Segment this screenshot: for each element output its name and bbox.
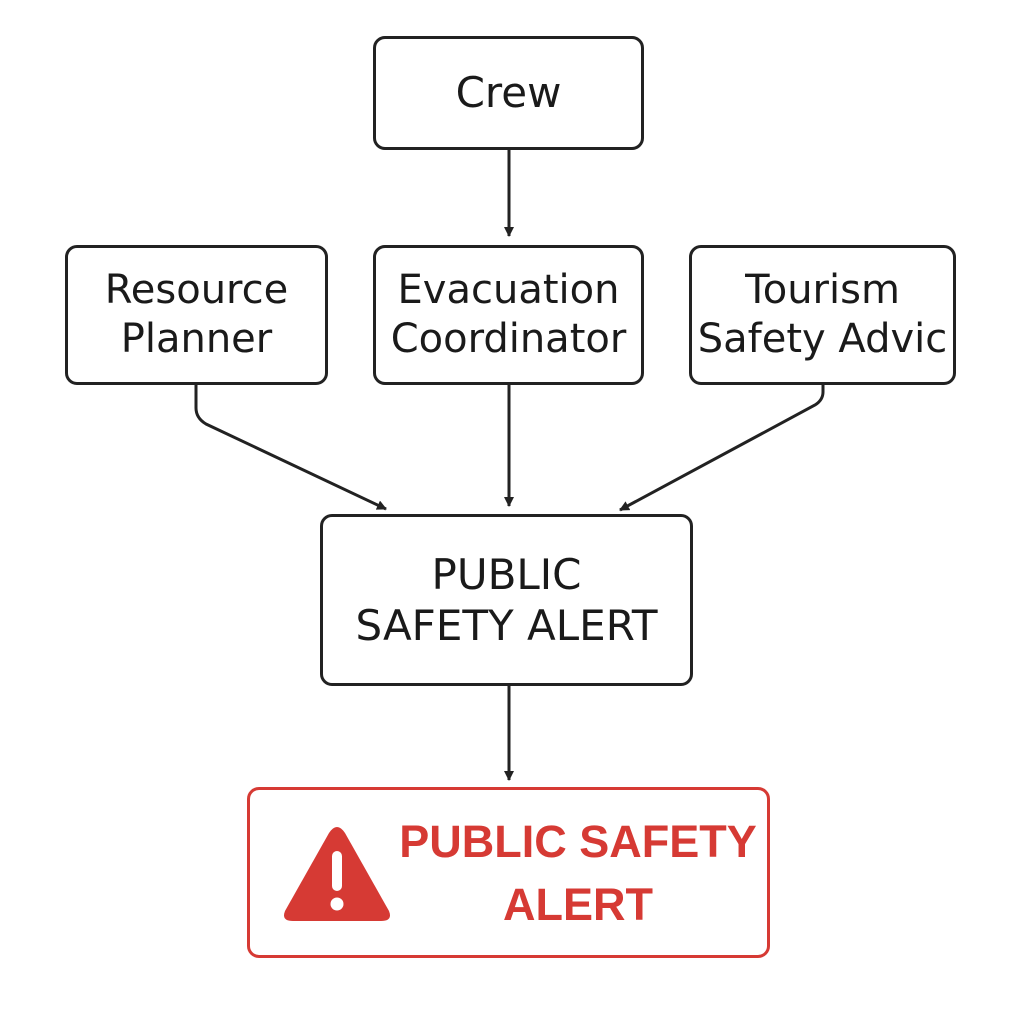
edge-resource-to-psa [194, 385, 387, 511]
node-resource-planner: Resource Planner [65, 245, 328, 385]
alert-banner-line-1: PUBLIC SAFETY [399, 815, 757, 867]
node-crew: Crew [373, 36, 644, 150]
alert-banner-line-2: ALERT [503, 878, 653, 930]
alert-banner-text: PUBLIC SAFETY ALERT [390, 790, 766, 955]
node-tourism-safety-advisor: Tourism Safety Advic [689, 245, 956, 385]
node-public-safety-alert-line-1: PUBLIC [431, 549, 582, 599]
node-public-safety-alert-line-2: SAFETY ALERT [355, 601, 658, 650]
node-resource-planner-line-2: Planner [120, 316, 273, 362]
node-tourism-safety-advisor-line-2: Safety Advic [697, 316, 948, 362]
node-public-safety-alert: PUBLIC SAFETY ALERT [320, 514, 693, 686]
node-evacuation-coordinator: Evacuation Coordinator [373, 245, 644, 385]
edge-tourism-to-psa [619, 385, 825, 512]
alert-banner: PUBLIC SAFETY ALERT [247, 787, 770, 958]
node-tourism-safety-advisor-line-1: Tourism [745, 267, 900, 314]
node-evacuation-coordinator-line-1: Evacuation [397, 267, 620, 314]
node-resource-planner-line-1: Resource [104, 267, 289, 314]
node-evacuation-coordinator-line-2: Coordinator [390, 316, 627, 362]
warning-triangle-icon [284, 827, 390, 921]
node-crew-line-1: Crew [455, 68, 562, 118]
